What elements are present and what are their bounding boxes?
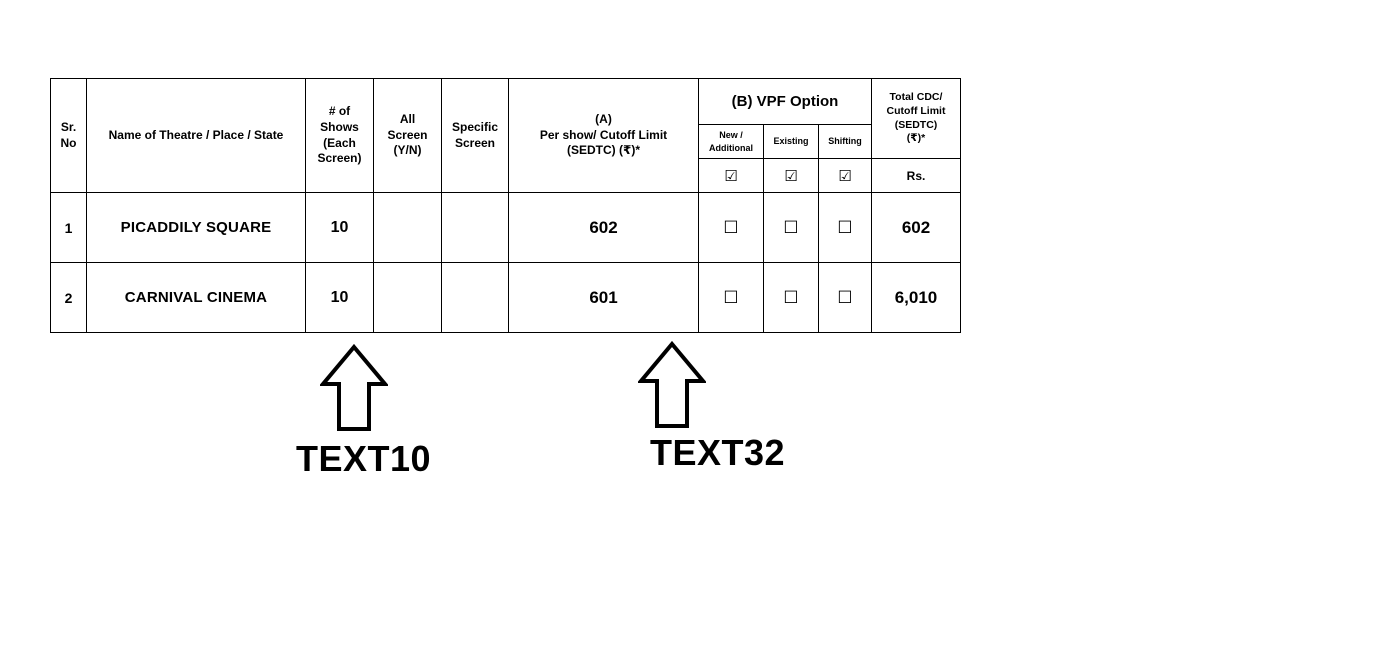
header-all-screen: All Screen (Y/N)	[373, 78, 442, 193]
header-rs-label: Rs.	[871, 158, 961, 193]
header-per-show-cutoff-limit: (A) Per show/ Cutoff Limit (SEDTC) (₹)*	[508, 78, 699, 193]
vpf-new-additional-checked-checkbox[interactable]: ☑	[698, 158, 764, 193]
annotation-label-text10: TEXT10	[295, 438, 432, 479]
header-theatre-name: Name of Theatre / Place / State	[86, 78, 306, 193]
annotation-label-text32: TEXT32	[649, 432, 786, 473]
header-vpf-existing: Existing	[763, 124, 819, 159]
cell-num-shows: 10	[305, 262, 374, 333]
up-arrow-icon	[638, 341, 706, 429]
header-num-shows: # of Shows (Each Screen)	[305, 78, 374, 193]
header-total-cdc-cutoff-limit: Total CDC/ Cutoff Limit (SEDTC) (₹)*	[871, 78, 961, 159]
header-vpf-new-additional: New / Additional	[698, 124, 764, 159]
cell-all-screen	[373, 262, 442, 333]
header-vpf-shifting: Shifting	[818, 124, 872, 159]
cell-sr-no: 1	[50, 192, 87, 263]
vpf-shifting-checkbox[interactable]: ☐	[818, 192, 872, 263]
vpf-checkbox-header-row: ☑ ☑ ☑ Rs.	[51, 158, 961, 193]
vpf-existing-checked-checkbox[interactable]: ☑	[763, 158, 819, 193]
vpf-shifting-checkbox[interactable]: ☐	[818, 262, 872, 333]
vpf-new-additional-checkbox[interactable]: ☐	[698, 262, 764, 333]
header-specific-screen: Specific Screen	[441, 78, 509, 193]
cell-total-cdc: 602	[871, 192, 961, 263]
cell-total-cdc: 6,010	[871, 262, 961, 333]
vpf-existing-checkbox[interactable]: ☐	[763, 192, 819, 263]
cell-per-show-cutoff-limit: 602	[508, 192, 699, 263]
vpf-existing-checkbox[interactable]: ☐	[763, 262, 819, 333]
cell-specific-screen	[441, 192, 509, 263]
cell-theatre-name: CARNIVAL CINEMA	[86, 262, 306, 333]
header-vpf-option-group: (B) VPF Option	[698, 78, 872, 125]
cell-specific-screen	[441, 262, 509, 333]
table-row: 1 PICADDILY SQUARE 10 602 ☐ ☐ ☐ 602	[50, 192, 961, 263]
vpf-new-additional-checkbox[interactable]: ☐	[698, 192, 764, 263]
cell-theatre-name: PICADDILY SQUARE	[86, 192, 306, 263]
theatre-cutoff-table: Sr. No Name of Theatre / Place / State #…	[50, 78, 961, 333]
header-sr-no: Sr. No	[50, 78, 87, 193]
table-header-row: Sr. No Name of Theatre / Place / State #…	[50, 78, 961, 193]
table-row: 2 CARNIVAL CINEMA 10 601 ☐ ☐ ☐ 6,010	[50, 262, 961, 333]
vpf-subheader-row: New / Additional Existing Shifting	[51, 124, 961, 159]
cell-sr-no: 2	[50, 262, 87, 333]
cell-num-shows: 10	[305, 192, 374, 263]
cell-all-screen	[373, 192, 442, 263]
cell-per-show-cutoff-limit: 601	[508, 262, 699, 333]
up-arrow-icon	[320, 344, 388, 432]
vpf-shifting-checked-checkbox[interactable]: ☑	[818, 158, 872, 193]
